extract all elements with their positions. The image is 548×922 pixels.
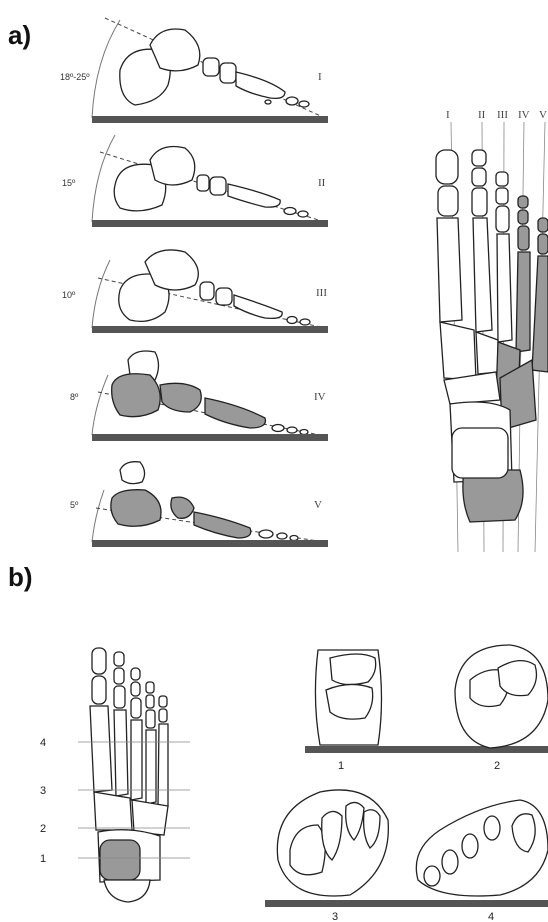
ray-1-lateral: 18º-25º I — [60, 18, 328, 123]
section-3-label: 3 — [332, 911, 338, 922]
level-2-label: 2 — [40, 823, 46, 835]
ray-1-numeral: I — [318, 71, 322, 83]
level-4-label: 4 — [40, 737, 46, 749]
section-1-label: 1 — [338, 760, 344, 772]
ray-3-lateral: 10º III — [62, 250, 328, 333]
section-2-label: 2 — [494, 760, 500, 772]
ray-4-angle: 8º — [70, 392, 79, 402]
ray-1-angle: 18º-25º — [60, 72, 90, 82]
ray-2-lateral: 15º II — [62, 135, 328, 227]
ray-4-lateral: 8º IV — [70, 351, 328, 441]
ray-5-angle: 5º — [70, 500, 79, 510]
foot-dorsal-view: I II III IV V — [436, 109, 548, 552]
ray-2-angle: 15º — [62, 178, 76, 188]
level-3-label: 3 — [40, 785, 46, 797]
dorsal-numeral-5: V — [539, 109, 547, 121]
ray-5-numeral: V — [314, 499, 322, 511]
section-4-label: 4 — [488, 911, 494, 922]
dorsal-numeral-2: II — [478, 109, 486, 121]
foot-section-levels: 4 3 2 1 — [40, 648, 190, 902]
level-1-label: 1 — [40, 853, 46, 865]
dorsal-numeral-4: IV — [518, 109, 530, 121]
ray-4-numeral: IV — [314, 391, 326, 403]
ray-2-numeral: II — [318, 177, 326, 189]
ray-5-lateral: 5º V — [70, 462, 328, 547]
dorsal-numeral-1: I — [446, 109, 450, 121]
dorsal-numeral-3: III — [497, 109, 508, 121]
ray-3-numeral: III — [316, 287, 327, 299]
ray-3-angle: 10º — [62, 290, 76, 300]
